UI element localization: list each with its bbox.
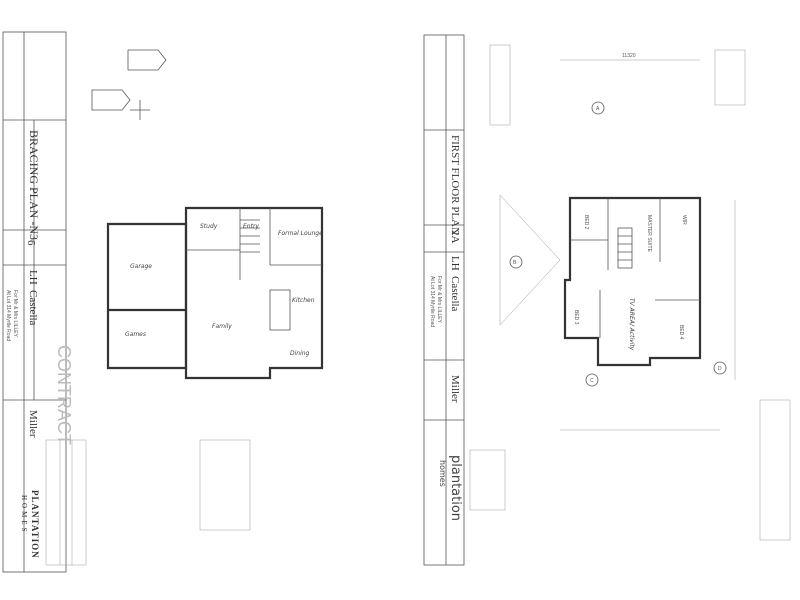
- brand-logo: PLANTATION: [30, 490, 40, 559]
- right-sheet: FIRST FLOOR PLAN 2A LH Castella For Mr &…: [423, 34, 791, 566]
- contract-watermark: CONTRACT: [54, 345, 74, 445]
- client-name: For Mr & Mrs LILLEY: [12, 290, 18, 338]
- hand: LH: [449, 256, 461, 271]
- room-label: TV AREA/ Activity: [628, 298, 635, 351]
- room-label: BED 4: [678, 325, 684, 340]
- room-label: Dining: [290, 350, 310, 357]
- room-label: BED 2: [583, 215, 589, 230]
- facade: Miller: [27, 410, 39, 438]
- room-label: Study: [200, 223, 218, 230]
- sheet-title: BRACING PLAN -N3: [27, 130, 41, 240]
- roof-outline: [499, 194, 561, 326]
- brand-logo: plantation: [448, 455, 463, 521]
- left-sheet: BRACING PLAN -N3 6 LH Castella For Mr & …: [2, 31, 323, 573]
- marker: C: [590, 378, 594, 384]
- room-label: Entry: [243, 223, 259, 230]
- sheet-number: 6: [25, 240, 37, 246]
- address: At Lot 314 Myrtle Road: [5, 290, 11, 341]
- hand: LH: [27, 270, 39, 285]
- room-label: Kitchen: [292, 297, 315, 304]
- facade: Miller: [449, 375, 461, 403]
- marker: D: [718, 366, 722, 372]
- room-label: Family: [212, 323, 232, 330]
- brand-sub: HOMES: [20, 495, 28, 535]
- address: At Lot 314 Myrtle Road: [429, 276, 435, 327]
- dimension-label: 11320: [622, 53, 636, 59]
- marker: B: [513, 260, 517, 266]
- room-label: WIR: [681, 215, 687, 225]
- room-label: Games: [125, 331, 146, 338]
- brand-sub: homes: [438, 460, 447, 487]
- sheet-title: FIRST FLOOR PLAN: [449, 135, 461, 235]
- bracing-table: [45, 439, 87, 566]
- design-name: Castella: [449, 276, 461, 312]
- client-name: For Mr & Mrs LILLEY: [436, 276, 442, 324]
- first-floor-plan: BED 2 BED 3 BED 4 MASTER SUITE WIR TV AR…: [563, 196, 702, 367]
- marker: A: [596, 106, 600, 112]
- title-block: [2, 31, 67, 573]
- design-name: Castella: [27, 290, 39, 326]
- room-label: Garage: [130, 263, 152, 270]
- room-label: Formal Lounge: [278, 230, 323, 237]
- sheet-number: 2A: [449, 230, 461, 244]
- title-block: [423, 34, 465, 566]
- room-label: BED 3: [573, 310, 579, 325]
- room-label: MASTER SUITE: [646, 215, 652, 253]
- ground-floor-plan: Garage Games Family Kitchen Dining Forma…: [106, 206, 323, 380]
